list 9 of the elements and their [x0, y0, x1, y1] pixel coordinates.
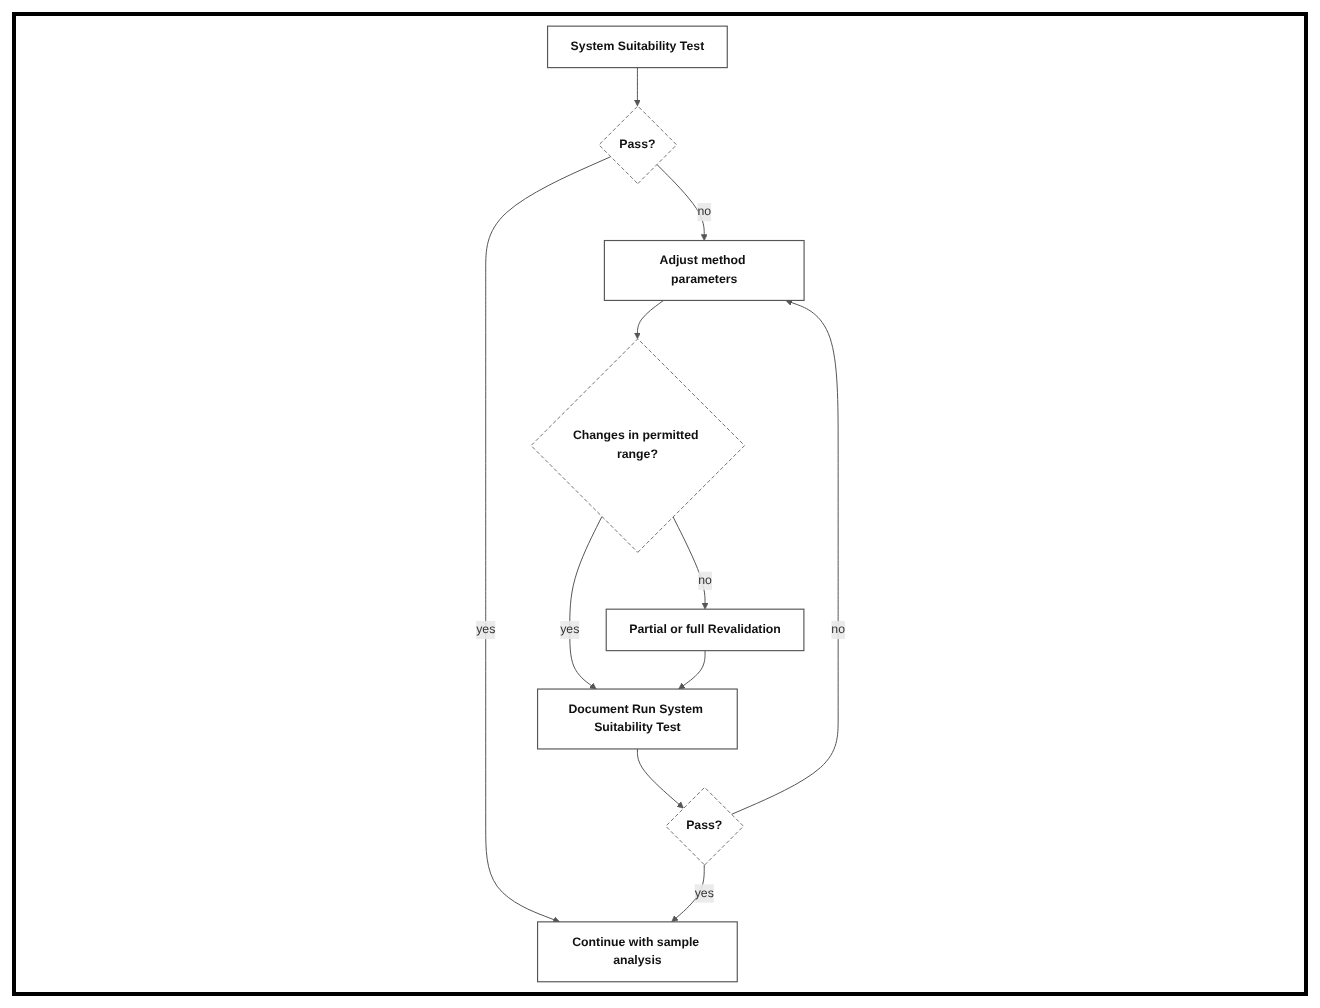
arrow [655, 163, 708, 241]
arrow [484, 156, 611, 923]
arrow [636, 748, 684, 809]
arrow [633, 299, 664, 340]
arrow [730, 299, 839, 815]
arrow [671, 516, 708, 610]
arrow [568, 516, 602, 690]
arrow [677, 650, 705, 690]
arrow [633, 67, 641, 107]
